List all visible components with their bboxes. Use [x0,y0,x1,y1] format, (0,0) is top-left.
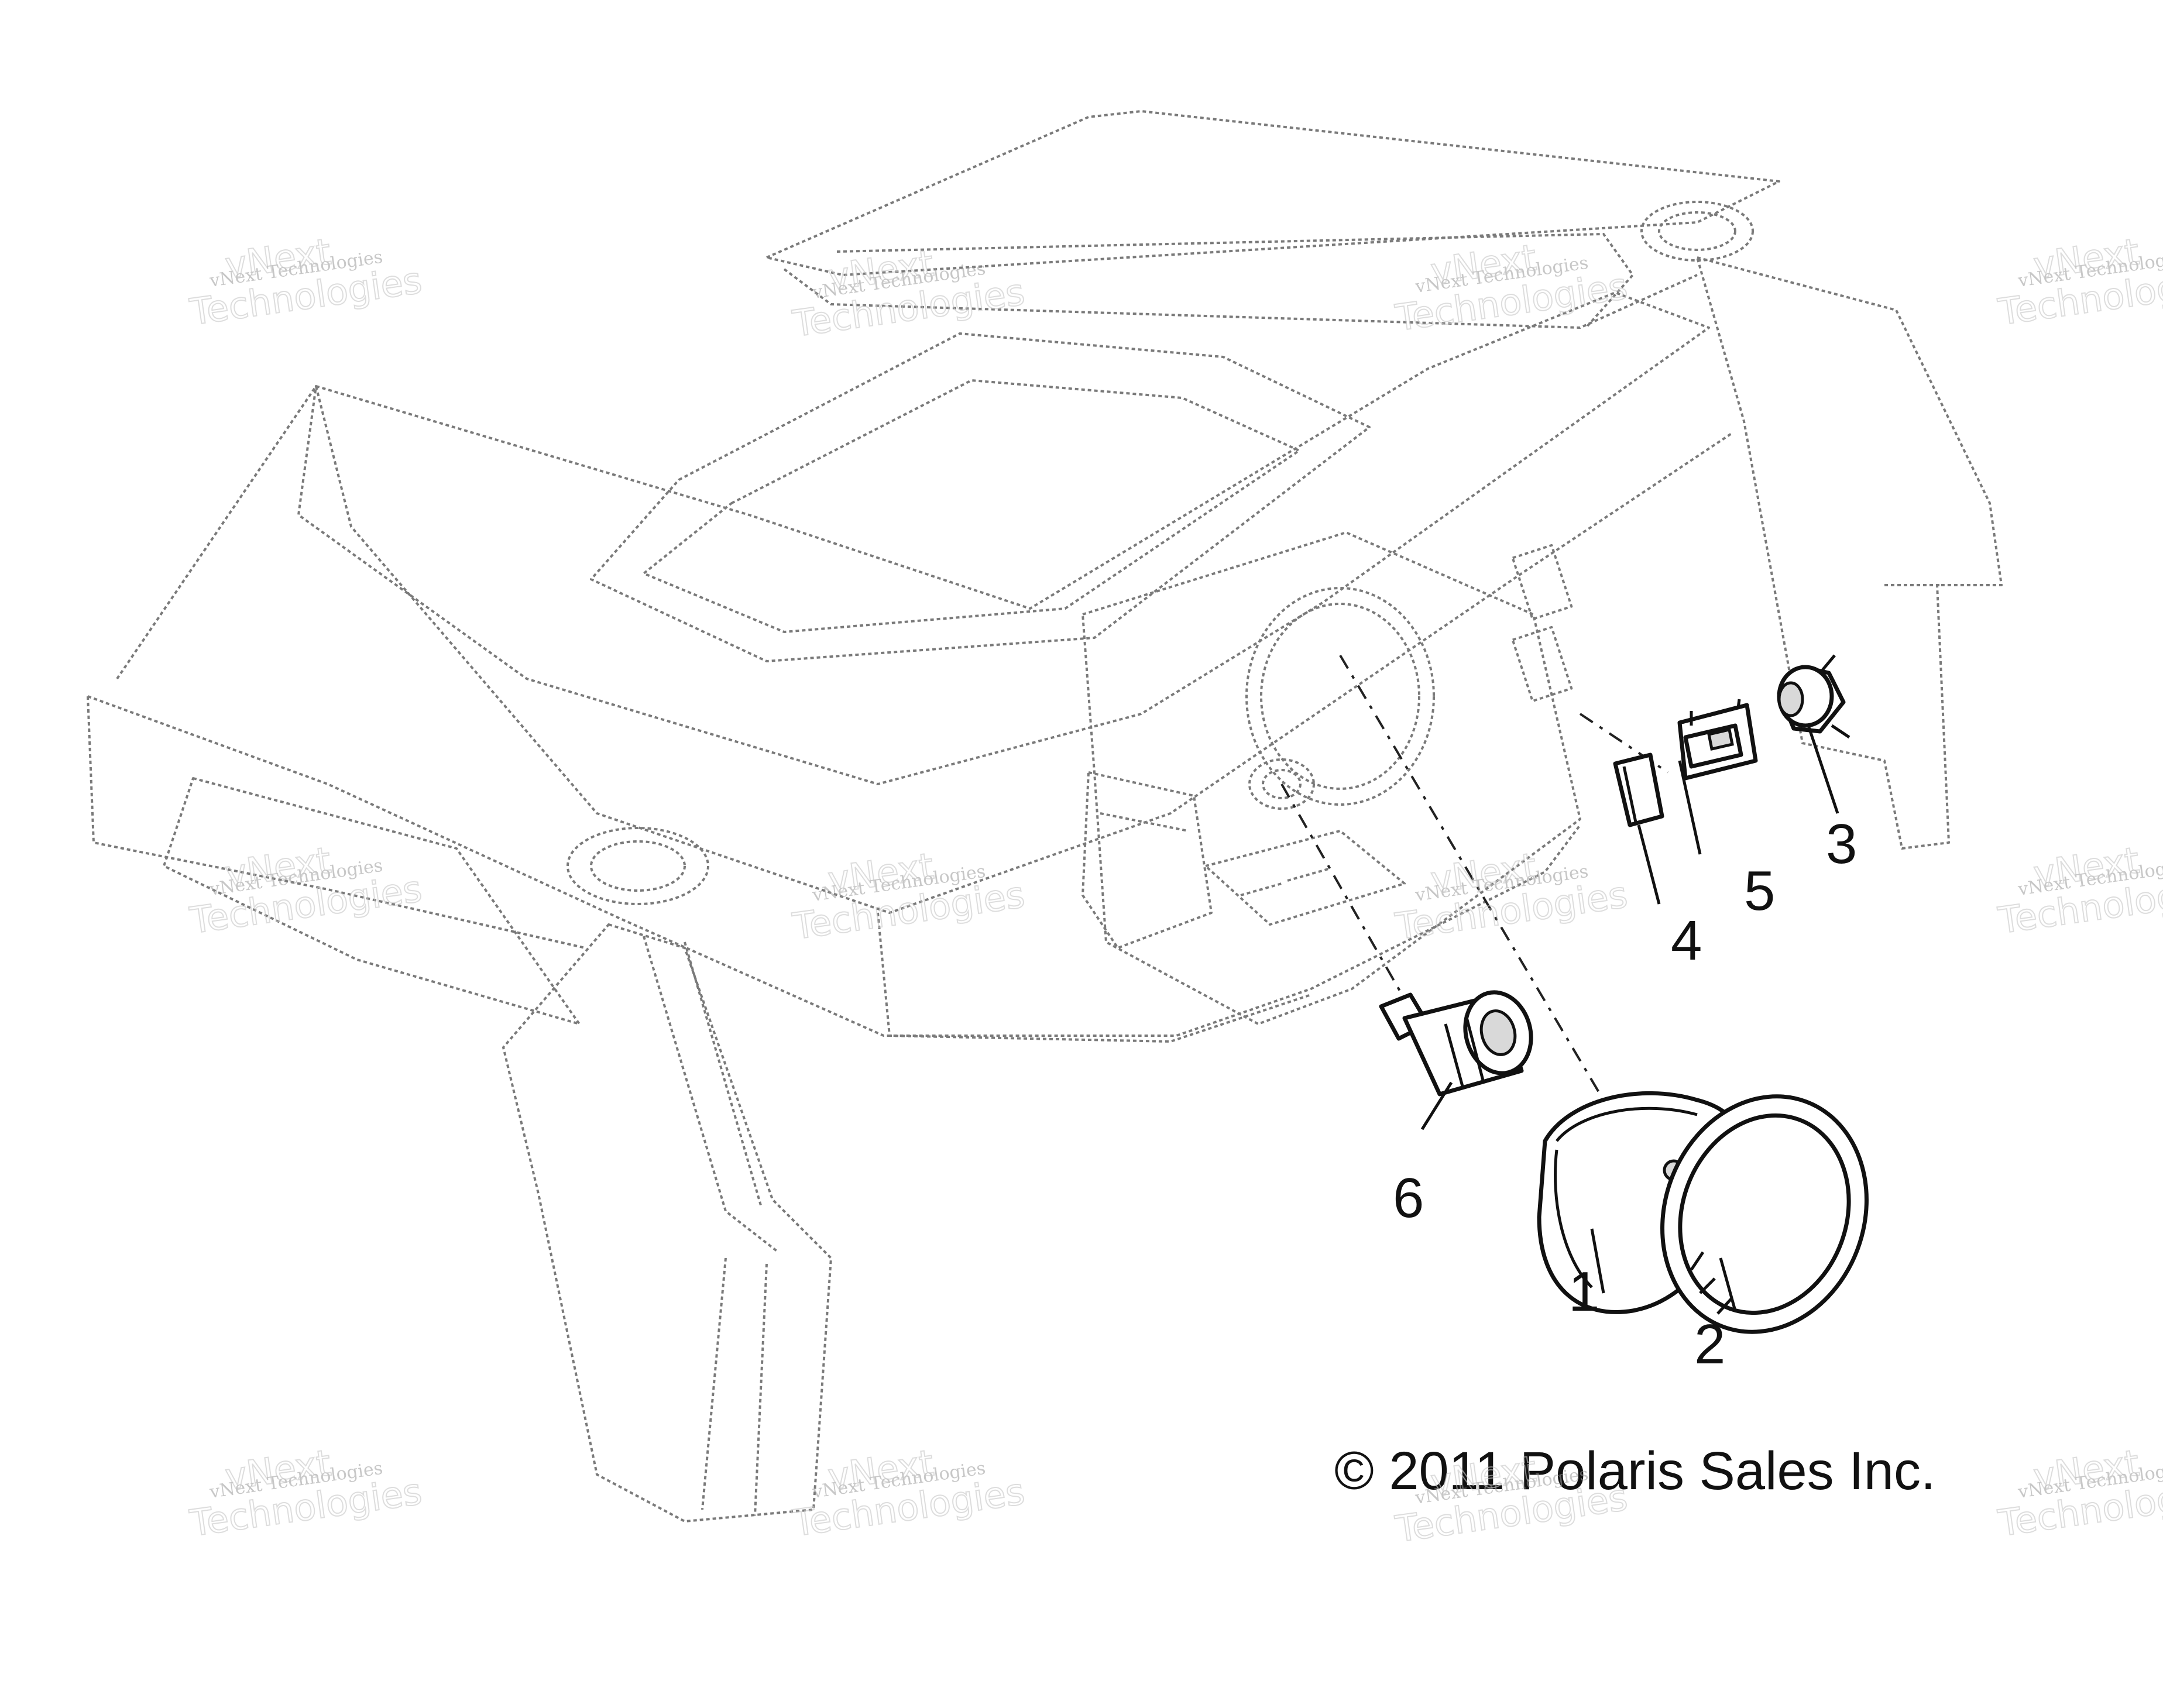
callout-3: 3 [1826,813,1857,875]
watermark: vNext Technologies vNext Technologies [1995,229,2163,334]
watermark: vNext Technologies vNext Technologies [789,241,1028,346]
callout-numbers: 1 2 3 4 5 6 [1393,813,1857,1376]
callout-1: 1 [1568,1260,1599,1323]
watermark: vNext Technologies vNext Technologies [187,838,425,943]
copyright-notice: © 2011 Polaris Sales Inc. [1334,1441,1936,1501]
watermark: vNext Technologies vNext Technologies [789,1441,1028,1545]
callout-4: 4 [1671,909,1702,972]
watermark: vNext Technologies vNext Technologies [789,844,1028,948]
switch-blank-plug-part [1613,752,1664,827]
watermark: vNext Technologies vNext Technologies [1392,844,1631,948]
callout-2: 2 [1694,1313,1725,1376]
callout-6: 6 [1393,1167,1424,1229]
power-outlet-part [1777,654,1850,739]
ignition-key-switch-part [1379,990,1533,1097]
dashboard-outline [87,110,2003,1523]
callout-leaders [1420,725,1839,1311]
watermark: vNext Technologies vNext Technologies [187,1441,425,1545]
watermark-layer: vNext Technologies vNext Technologies vN… [187,229,2163,1551]
rocker-switch-part [1677,699,1758,781]
watermark: vNext Technologies vNext Technologies [1995,1441,2163,1545]
callout-5: 5 [1744,860,1775,922]
watermark: vNext Technologies vNext Technologies [1995,838,2163,943]
assembly-leader-lines [1280,654,1669,1101]
watermark: vNext Technologies vNext Technologies [187,229,425,334]
watermark: vNext Technologies vNext Technologies [1392,235,1631,340]
